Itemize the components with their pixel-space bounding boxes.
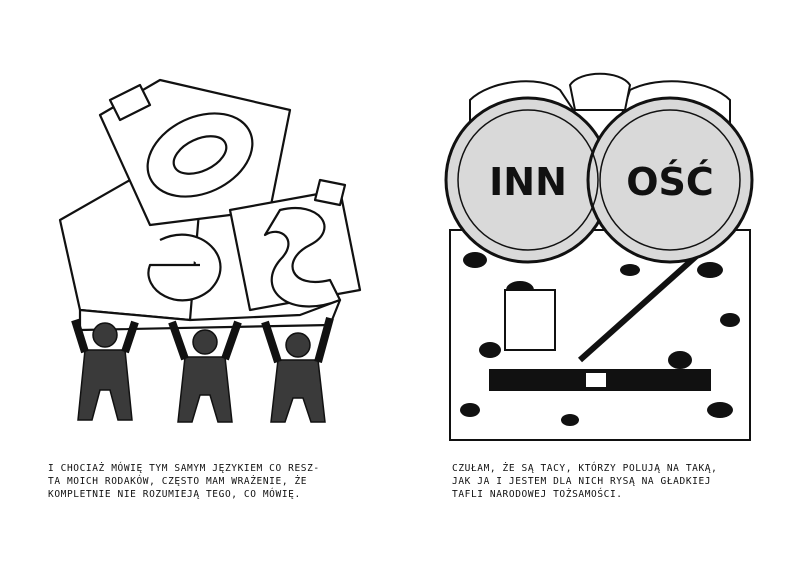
belt-buckle	[584, 371, 608, 389]
right-illustration: INN OŚĆ	[430, 60, 770, 460]
caption-line: kompletnie nie rozumieją tego, co mówię.	[48, 489, 301, 500]
left-lens-text: INN	[489, 160, 567, 204]
letters-and-figures-drawing	[58, 78, 362, 423]
left-caption: I chociaż mówię tym samym językiem co re…	[48, 462, 378, 501]
figure-left	[71, 318, 139, 421]
letter-s-shape	[263, 207, 342, 308]
soldier-torso	[449, 229, 751, 441]
right-lens-text: OŚĆ	[626, 160, 714, 204]
right-lens	[586, 96, 754, 264]
caption-line: Czułam, że są tacy, którzy polują na tak…	[452, 463, 718, 474]
left-illustration	[40, 60, 380, 460]
letter-e-shape	[147, 233, 222, 302]
figure-middle	[168, 320, 242, 423]
caption-line: I chociaż mówię tym samym językiem co re…	[48, 463, 320, 474]
binoculars-drawing: INN OŚĆ	[444, 72, 754, 441]
right-caption: Czułam, że są tacy, którzy polują na tak…	[452, 462, 782, 501]
caption-line: tafli narodowej tożsamości.	[452, 489, 623, 500]
camo-pattern	[460, 252, 740, 426]
shirt-pocket	[504, 289, 556, 351]
caption-line: jak ja i jestem dla nich rysą na gładkie…	[452, 476, 712, 487]
figure-right	[261, 316, 334, 423]
caption-line: ta moich rodaków, często mam wrażenie, ż…	[48, 476, 308, 487]
hair	[568, 72, 632, 111]
